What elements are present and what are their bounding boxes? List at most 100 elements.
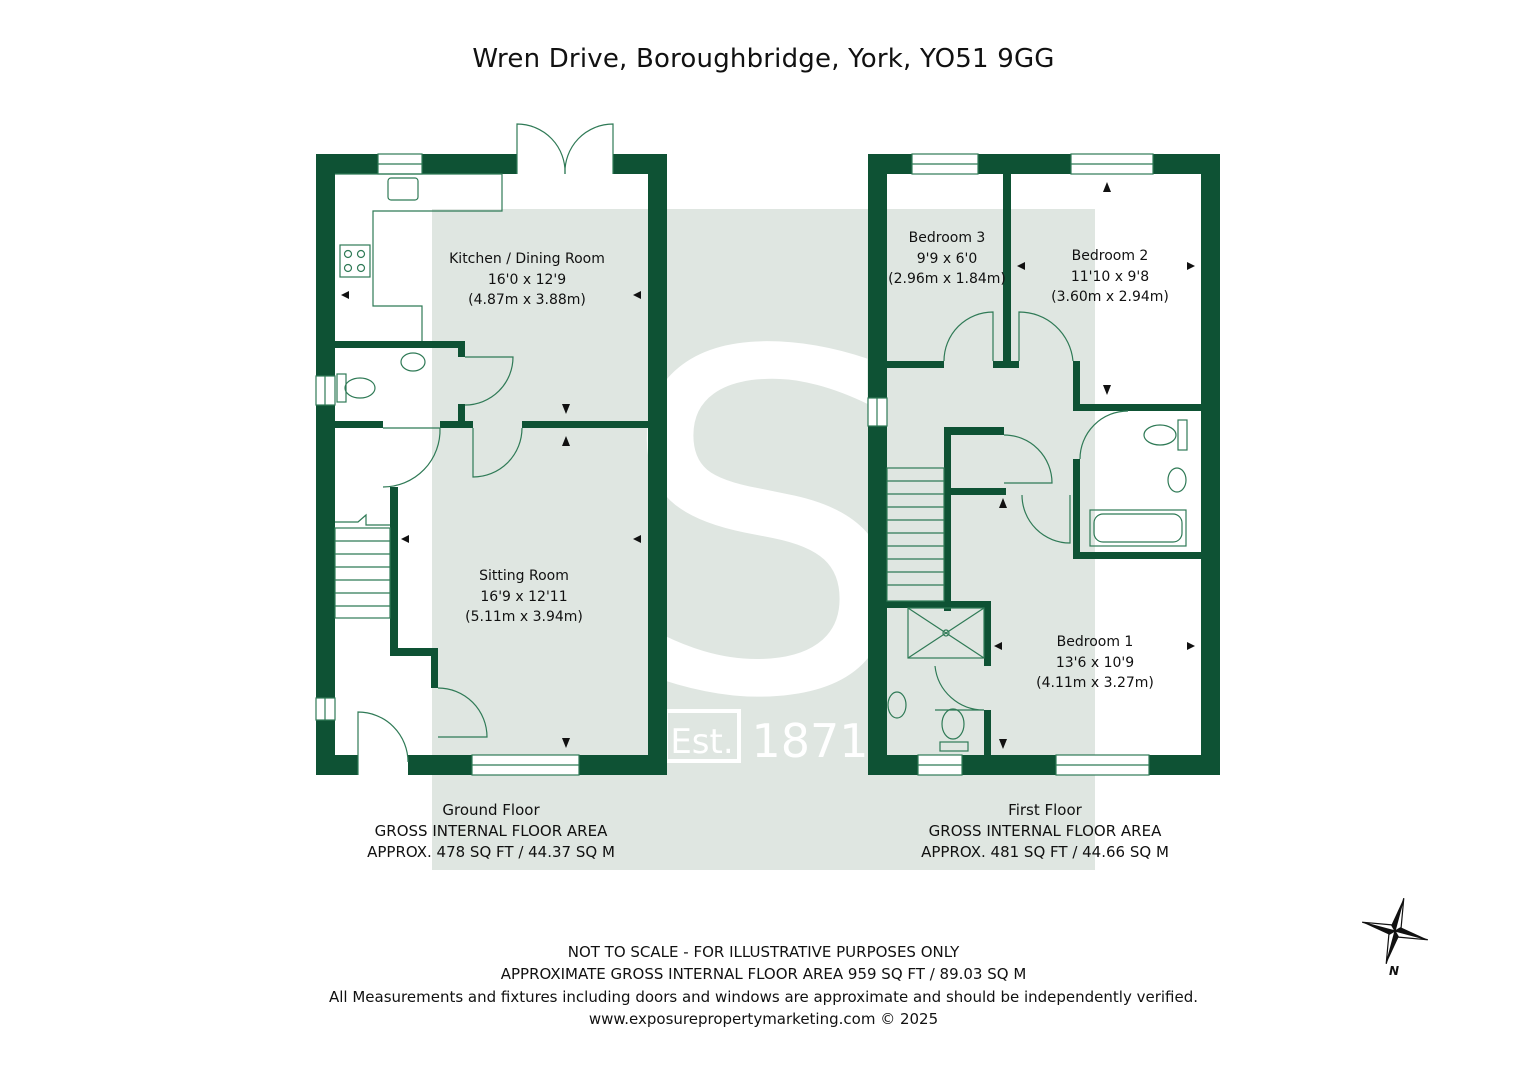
door-swing	[934, 665, 985, 711]
wall	[316, 755, 358, 775]
dimension-marker	[562, 738, 570, 748]
wall	[978, 154, 1071, 174]
wall	[390, 487, 398, 655]
wall	[993, 361, 1019, 368]
dimension-marker	[562, 436, 570, 446]
staircase	[886, 467, 945, 602]
floor-area-value: APPROX. 481 SQ FT / 44.66 SQ M	[921, 843, 1169, 861]
door-swing	[1003, 434, 1053, 484]
room-name: Sitting Room	[479, 568, 569, 584]
wall	[440, 421, 473, 428]
room-dimensions-metric: (5.11m x 3.94m)	[465, 609, 583, 625]
wall	[1073, 552, 1201, 559]
wall	[335, 341, 465, 348]
kitchen-worktop	[335, 173, 503, 341]
sink	[387, 177, 419, 201]
room-name: Bedroom 1	[1056, 634, 1134, 650]
first-floor-caption: First Floor GROSS INTERNAL FLOOR AREA AP…	[895, 800, 1195, 863]
wall	[522, 421, 648, 428]
compass-rose-icon: N	[1362, 898, 1428, 978]
floor-area-heading: GROSS INTERNAL FLOOR AREA	[928, 822, 1162, 840]
wall	[887, 601, 991, 608]
floor-area-heading: GROSS INTERNAL FLOOR AREA	[374, 822, 608, 840]
watermark-est: Est.	[670, 722, 733, 762]
wall	[868, 154, 887, 398]
watermark-year: 1871	[751, 714, 868, 768]
dimension-marker	[633, 291, 641, 299]
dimension-marker	[994, 642, 1002, 650]
shower-tray	[907, 607, 985, 659]
dimension-marker	[1187, 262, 1195, 270]
basin	[1167, 467, 1187, 493]
ground-floor-fixtures	[315, 123, 614, 776]
room-name: Bedroom 2	[1071, 248, 1149, 264]
dimension-marker	[562, 404, 570, 414]
room-dimensions-metric: (2.96m x 1.84m)	[888, 271, 1006, 287]
total-floor-area: APPROXIMATE GROSS INTERNAL FLOOR AREA 95…	[500, 965, 1027, 984]
door-swing	[472, 427, 523, 478]
copyright-url: www.exposurepropertymarketing.com © 2025	[588, 1009, 939, 1028]
room-dimensions-metric: (3.60m x 2.94m)	[1051, 289, 1169, 305]
door-swing	[1079, 410, 1129, 460]
disclaimer-measurements: All Measurements and fixtures including …	[328, 987, 1198, 1006]
bath	[1089, 509, 1187, 547]
wall	[648, 154, 667, 775]
room-dimensions-imperial: 9'9 x 6'0	[916, 250, 978, 267]
compass-north-label: N	[1389, 964, 1399, 978]
basin	[400, 352, 426, 372]
door-swing	[943, 311, 994, 362]
cistern	[1177, 419, 1188, 451]
wall	[944, 427, 1004, 435]
cistern	[939, 741, 969, 752]
page-title: Wren Drive, Boroughbridge, York, YO51 9G…	[472, 44, 1055, 74]
door-swing	[437, 687, 488, 738]
door-swing	[382, 427, 441, 488]
door-swing	[1018, 311, 1074, 362]
wall	[1073, 459, 1080, 559]
ground-floor-plan	[316, 154, 667, 775]
wall	[431, 648, 438, 688]
ground-floor-markers	[341, 291, 641, 748]
dimension-marker	[341, 291, 349, 299]
room-dimensions-metric: (4.87m x 3.88m)	[468, 292, 586, 308]
room-label-sitting-room: Sitting Room 16'9 x 12'11 (5.11m x 3.94m…	[424, 566, 624, 628]
room-dimensions-imperial: 11'10 x 9'8	[1070, 268, 1150, 285]
first-floor-fixtures	[867, 153, 1188, 776]
dimension-marker	[1187, 642, 1195, 650]
wall	[984, 601, 991, 666]
first-floor-plan	[868, 154, 1220, 775]
room-label-bedroom-3: Bedroom 3 9'9 x 6'0 (2.96m x 1.84m)	[888, 228, 1006, 290]
floor-name: Ground Floor	[442, 801, 540, 819]
wall	[458, 341, 465, 357]
toilet	[941, 708, 965, 740]
wall	[868, 755, 918, 775]
room-dimensions-metric: (4.11m x 3.27m)	[1036, 675, 1154, 691]
room-dimensions-imperial: 16'9 x 12'11	[480, 588, 568, 605]
wall	[1073, 361, 1080, 410]
wall	[408, 755, 472, 775]
dimension-marker	[1017, 262, 1025, 270]
dimension-marker	[401, 535, 409, 543]
staircase	[334, 513, 391, 619]
wall	[579, 755, 667, 775]
wall	[422, 154, 517, 174]
french-door-left	[516, 123, 566, 175]
wall	[335, 421, 383, 428]
french-door-right	[564, 123, 614, 175]
wall	[868, 426, 887, 775]
ground-floor-caption: Ground Floor GROSS INTERNAL FLOOR AREA A…	[341, 800, 641, 863]
toilet	[344, 377, 376, 399]
first-floor-markers	[994, 182, 1195, 749]
room-name: Kitchen / Dining Room	[449, 251, 605, 267]
room-name: Bedroom 3	[908, 230, 986, 246]
door-swing	[1021, 494, 1071, 544]
disclaimer-footer: NOT TO SCALE - FOR ILLUSTRATIVE PURPOSES…	[0, 941, 1527, 1030]
room-label-bedroom-2: Bedroom 2 11'10 x 9'8 (3.60m x 2.94m)	[1040, 246, 1180, 308]
room-dimensions-imperial: 16'0 x 12'9	[487, 271, 567, 288]
wall	[984, 710, 991, 755]
wall	[1201, 154, 1220, 775]
floor-area-value: APPROX. 478 SQ FT / 44.37 SQ M	[367, 843, 615, 861]
door-swing	[464, 356, 514, 406]
wall	[887, 361, 944, 368]
